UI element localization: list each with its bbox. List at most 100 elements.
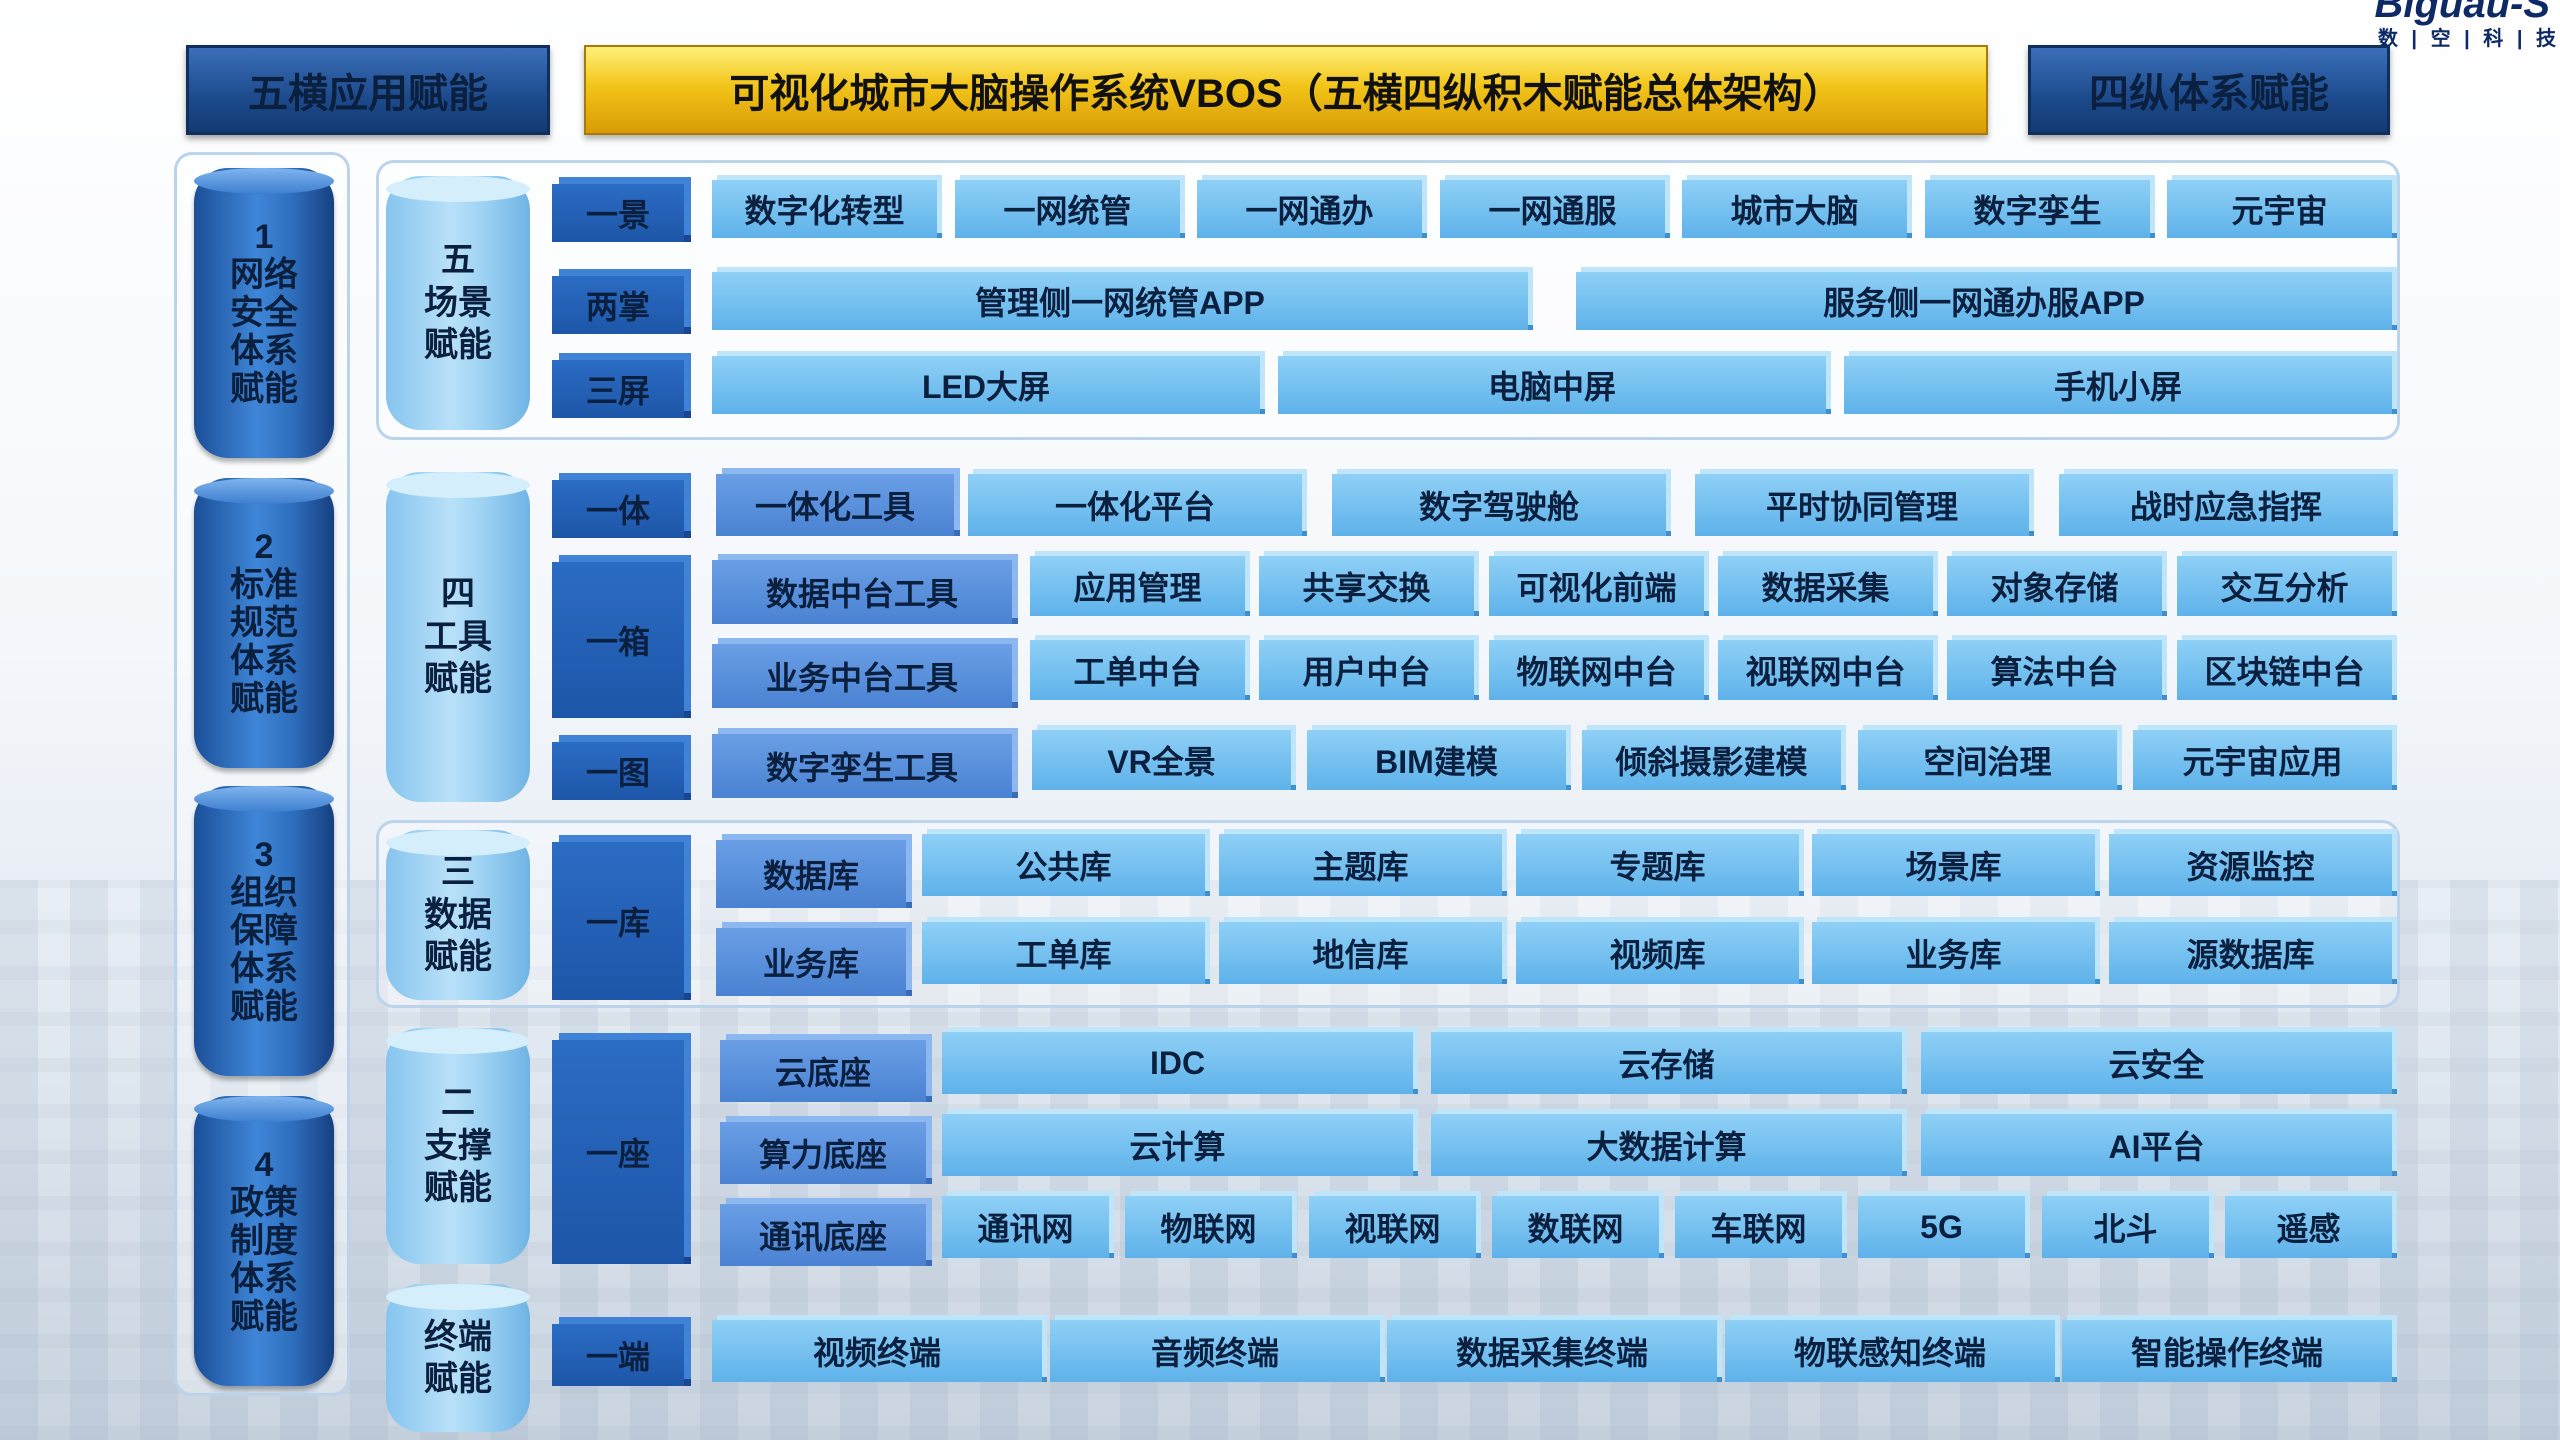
support-cell: 5G [1858, 1196, 2025, 1258]
tool-mid: 业务中台工具 [712, 644, 1012, 708]
tool-mid: 数字孪生工具 [712, 734, 1012, 798]
support-cell: 物联网 [1125, 1196, 1292, 1258]
support-tag: 一座 [552, 1040, 684, 1264]
tool-layer-label: 四工具赋能 [386, 472, 530, 802]
data-layer-label-line: 赋能 [424, 938, 492, 977]
pillar-1-line: 赋能 [230, 370, 298, 409]
terminal-layer-label: 终端赋能 [386, 1284, 530, 1432]
tool-cell: 共享交换 [1259, 556, 1474, 616]
support-cell: 大数据计算 [1431, 1114, 1902, 1176]
tool-cell: 元宇宙应用 [2133, 730, 2392, 790]
scene-cell: 数字孪生 [1925, 180, 2150, 238]
pillar-1-line: 网络 [230, 255, 298, 294]
logo-subtitle: 数 | 空 | 科 | 技 [2377, 28, 2560, 50]
terminal-cell: 数据采集终端 [1387, 1320, 1717, 1382]
pillar-4-line: 政策 [230, 1183, 298, 1222]
terminal-tag: 一端 [552, 1324, 684, 1386]
scene-layer-label-line: 五 [441, 241, 475, 280]
tool-cell: 区块链中台 [2177, 640, 2392, 700]
scene-layer-label-line: 场景 [424, 283, 492, 322]
scene-cell: 元宇宙 [2167, 180, 2392, 238]
support-mid: 算力底座 [720, 1122, 926, 1184]
data-cell: 主题库 [1219, 834, 1502, 896]
data-tag: 一库 [552, 842, 684, 1000]
support-mid: 通讯底座 [720, 1204, 926, 1266]
scene-cell: 一网统管 [955, 180, 1180, 238]
tool-cell: 算法中台 [1947, 640, 2162, 700]
pillar-1-line: 1 [254, 217, 274, 256]
pillar-1-line: 体系 [230, 332, 298, 371]
tool-mid: 一体化工具 [716, 474, 954, 536]
data-cell: 业务库 [1812, 922, 2095, 984]
pillar-3-line: 3 [254, 835, 274, 874]
terminal-cell: 智能操作终端 [2062, 1320, 2392, 1382]
scene-cell: 一网通办 [1197, 180, 1422, 238]
tool-cell: 空间治理 [1858, 730, 2117, 790]
tool-cell: 数字驾驶舱 [1332, 474, 1666, 536]
support-layer-label-line: 赋能 [424, 1169, 492, 1208]
data-mid: 数据库 [716, 840, 906, 908]
data-cell: 工单库 [922, 922, 1205, 984]
horizontal-header-label: 五横应用赋能 [248, 72, 488, 116]
support-cell: 通讯网 [942, 1196, 1109, 1258]
tool-tag-map: 一图 [552, 742, 684, 800]
data-layer-label-line: 三 [441, 853, 475, 892]
scene-cell: LED大屏 [712, 356, 1260, 414]
support-cell: 云存储 [1431, 1032, 1902, 1094]
tool-cell: 视联网中台 [1718, 640, 1933, 700]
vertical-header-label: 四纵体系赋能 [2089, 72, 2329, 116]
support-cell: 遥感 [2225, 1196, 2392, 1258]
tool-cell: 平时协同管理 [1695, 474, 2029, 536]
tool-cell: 交互分析 [2177, 556, 2392, 616]
tool-cell: 对象存储 [1947, 556, 2162, 616]
pillar-3-line: 体系 [230, 950, 298, 989]
support-layer-label: 二支撑赋能 [386, 1028, 530, 1264]
support-layer-label-line: 支撑 [424, 1126, 492, 1165]
scene-cell: 城市大脑 [1682, 180, 1907, 238]
data-cell: 源数据库 [2109, 922, 2392, 984]
scene-tag: 一景 [552, 184, 684, 242]
scene-layer-label-line: 赋能 [424, 326, 492, 365]
scene-cell: 服务侧一网通办服APP [1576, 272, 2392, 330]
support-cell: 北斗 [2042, 1196, 2209, 1258]
tool-tag-one-body: 一体 [552, 480, 684, 538]
page-title-text: 可视化城市大脑操作系统VBOS（五横四纵积木赋能总体架构） [729, 72, 1843, 116]
data-layer-label: 三数据赋能 [386, 830, 530, 1000]
tool-cell: VR全景 [1032, 730, 1291, 790]
support-cell: AI平台 [1921, 1114, 2392, 1176]
support-cell: 云计算 [942, 1114, 1413, 1176]
support-cell: 视联网 [1309, 1196, 1476, 1258]
tool-cell: 应用管理 [1030, 556, 1245, 616]
tool-cell: 物联网中台 [1489, 640, 1704, 700]
scene-cell: 一网通服 [1440, 180, 1665, 238]
data-cell: 公共库 [922, 834, 1205, 896]
pillar-2-line: 2 [254, 527, 274, 566]
support-cell: IDC [942, 1032, 1413, 1094]
tool-cell: 战时应急指挥 [2059, 474, 2393, 536]
pillar-3-line: 组织 [230, 873, 298, 912]
scene-cell: 管理侧一网统管APP [712, 272, 1528, 330]
support-cell: 云安全 [1921, 1032, 2392, 1094]
pillar-2-line: 体系 [230, 642, 298, 681]
data-layer-label-line: 数据 [424, 895, 492, 934]
tool-cell: 一体化平台 [968, 474, 1302, 536]
scene-cell: 电脑中屏 [1278, 356, 1826, 414]
scene-tag: 两掌 [552, 276, 684, 334]
scene-tag: 三屏 [552, 360, 684, 418]
pillar-2-line: 标准 [230, 565, 298, 604]
vertical-header: 四纵体系赋能 [2028, 45, 2390, 135]
support-layer-label-line: 二 [441, 1084, 475, 1123]
tool-cell: 数据采集 [1718, 556, 1933, 616]
data-cell: 视频库 [1516, 922, 1799, 984]
tool-tag-box: 一箱 [552, 562, 684, 718]
support-cell: 车联网 [1675, 1196, 1842, 1258]
pillar-2-line: 赋能 [230, 680, 298, 719]
scene-cell: 手机小屏 [1844, 356, 2392, 414]
data-cell: 专题库 [1516, 834, 1799, 896]
scene-cell: 数字化转型 [712, 180, 937, 238]
tool-layer-label-line: 赋能 [424, 660, 492, 699]
tool-cell: 可视化前端 [1489, 556, 1704, 616]
terminal-layer-label-line: 终端 [424, 1317, 492, 1356]
